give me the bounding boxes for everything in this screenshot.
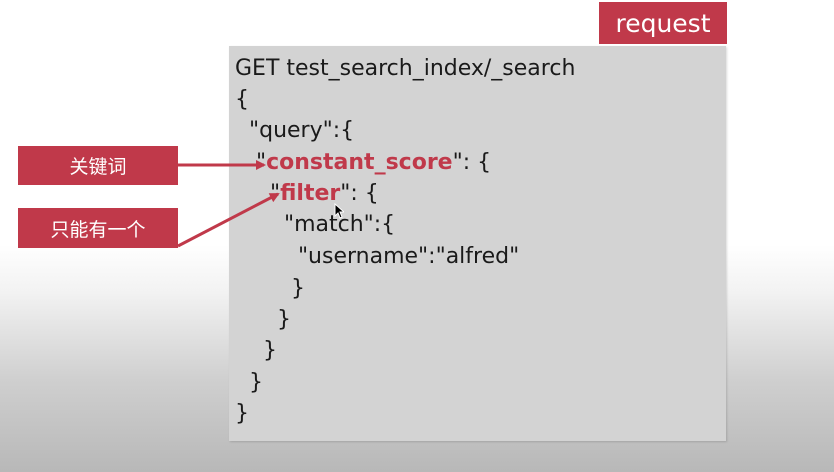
constant-score-keyword: constant_score xyxy=(266,150,453,175)
code-line-5: "filter": { xyxy=(235,181,379,206)
code-line-7: "username":"alfred" xyxy=(235,244,520,269)
code-line-12: } xyxy=(235,401,249,426)
code-line-2: { xyxy=(235,87,249,112)
filter-keyword: filter xyxy=(280,181,341,206)
code-line-11: } xyxy=(235,370,263,395)
code-line-4: "constant_score": { xyxy=(235,150,492,175)
code-line-6: "match":{ xyxy=(235,212,396,237)
mouse-pointer-icon xyxy=(334,203,344,219)
request-label: request xyxy=(599,2,727,44)
code-line-8: } xyxy=(235,276,305,301)
code-line-10: } xyxy=(235,338,277,363)
code-line-9: } xyxy=(235,307,291,332)
single-only-label: 只能有一个 xyxy=(18,208,178,248)
code-block: GET test_search_index/_search { "query":… xyxy=(229,46,726,441)
code-line-3: "query":{ xyxy=(235,118,355,143)
code-line-1: GET test_search_index/_search xyxy=(235,56,576,81)
keyword-label: 关键词 xyxy=(18,146,178,185)
